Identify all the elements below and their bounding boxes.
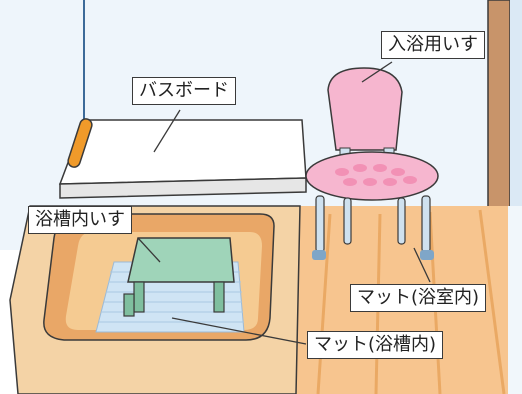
tub-chair — [123, 237, 235, 317]
label-bath-chair: 入浴用いす — [381, 31, 485, 59]
label-tub-chair: 浴槽内いす — [28, 206, 132, 234]
floor-planks — [316, 209, 506, 394]
label-mat-tub: マット(浴槽内) — [307, 331, 444, 359]
bath-chair — [305, 67, 439, 260]
leader-lines — [137, 61, 431, 345]
window-pane — [510, 0, 522, 212]
bath-board — [58, 118, 307, 199]
label-bath-board: バスボード — [132, 77, 236, 105]
floor-edge-right — [508, 206, 522, 394]
window-frame — [487, 0, 511, 213]
label-mat-bathroom: マット(浴室内) — [350, 284, 487, 312]
